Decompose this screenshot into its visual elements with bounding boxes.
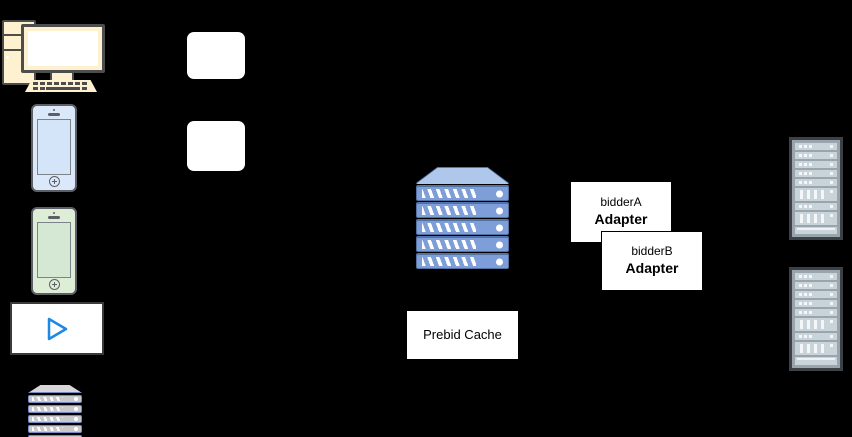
phone-speaker [48,113,60,116]
white-rounded-box-bottom [187,121,245,171]
phone-camera-dot [53,212,55,214]
computer-monitor [21,24,105,73]
bidder-a-name: bidderA [600,195,642,210]
bidder-b-name: bidderB [631,244,673,259]
server-top-face [28,385,82,393]
monitor-screen [28,31,98,66]
phone-screen [37,119,71,175]
desktop-computer-icon [2,20,105,93]
prebid-cache-box: Prebid Cache [406,310,519,360]
bidder-b-type: Adapter [625,260,679,277]
server-stack-gray-icon [28,385,82,437]
server-stack-blue-icon [416,168,509,271]
smartphone-green-icon [31,207,77,295]
server-rack-icon-bottom [789,267,843,371]
tower-power-dot [6,56,9,59]
bidder-b-adapter-box: bidderB Adapter [601,231,703,291]
computer-keyboard [25,80,97,92]
bidder-a-type: Adapter [594,211,648,228]
phone-camera-dot [53,109,55,111]
phone-speaker [48,216,60,219]
smartphone-blue-icon [31,104,77,192]
server-rack-icon-top [789,137,843,240]
prebid-cache-label: Prebid Cache [423,326,502,342]
server-top-face [416,168,509,184]
video-player-icon [10,302,104,355]
white-rounded-box-top [187,32,245,79]
phone-home-button [49,279,60,290]
play-icon [47,317,68,340]
phone-home-button [49,176,60,187]
phone-screen [37,222,71,278]
